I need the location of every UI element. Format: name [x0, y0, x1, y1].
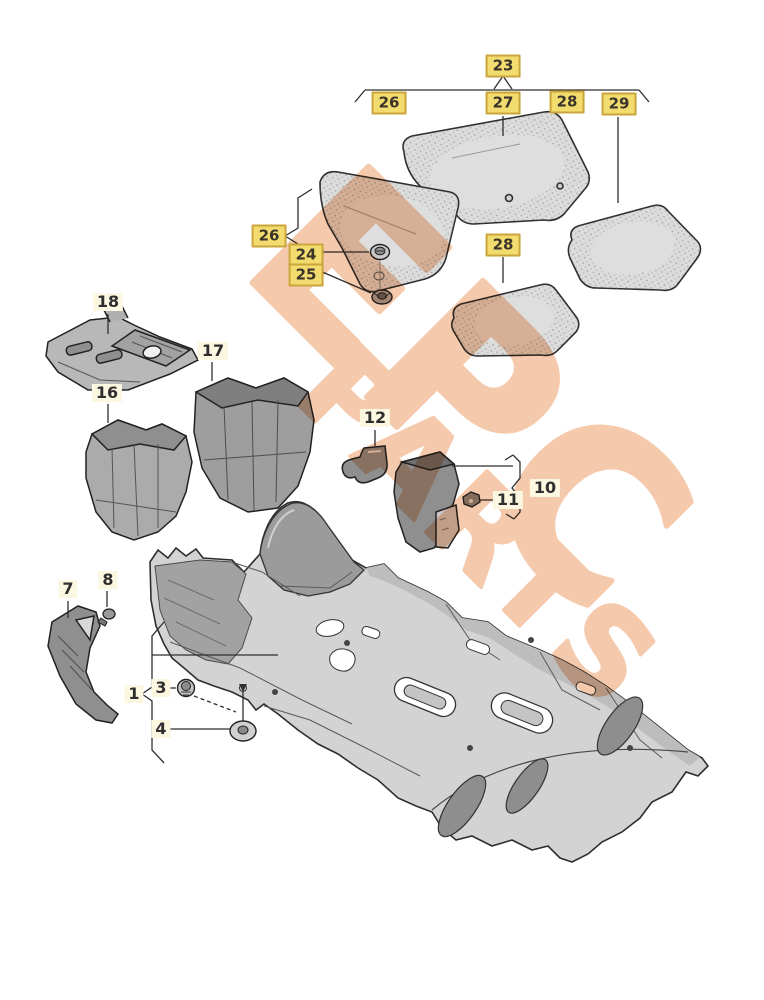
leader-caret-23 [493, 74, 513, 90]
part-insulation-tray-18 [45, 305, 200, 391]
part-pillar-trim-7 [47, 605, 120, 724]
callout-23[interactable]: 23 [485, 54, 521, 78]
part-mat-fastener-25 [371, 289, 393, 305]
part-floor-mat-rear-left [450, 283, 580, 357]
part-insulation-17 [193, 377, 315, 513]
leader-3-dashed [193, 695, 237, 713]
callout-1[interactable]: 1 [124, 685, 144, 703]
callout-28-top[interactable]: 28 [549, 90, 585, 114]
leader-arrowhead-4 [239, 684, 247, 692]
callout-8[interactable]: 8 [98, 571, 118, 589]
callout-27[interactable]: 27 [485, 91, 521, 115]
part-clip-11 [462, 491, 481, 508]
part-floor-mat-rear-right [567, 204, 702, 292]
part-insulation-16 [85, 419, 193, 541]
callout-4[interactable]: 4 [151, 720, 171, 738]
callout-18[interactable]: 18 [92, 293, 124, 311]
callout-26-top[interactable]: 26 [371, 91, 407, 115]
callout-17[interactable]: 17 [197, 342, 229, 360]
callout-16[interactable]: 16 [91, 384, 123, 402]
callout-26-side[interactable]: 26 [251, 224, 287, 248]
callout-29[interactable]: 29 [601, 92, 637, 116]
part-clip-8 [97, 608, 116, 627]
part-floor-mat-front-left [319, 170, 460, 293]
leader-bracket-10 [511, 454, 521, 520]
leader-bracket-10-ticks [504, 454, 515, 520]
callout-12[interactable]: 12 [359, 409, 391, 427]
leader-26-side [284, 188, 313, 245]
callout-25[interactable]: 25 [288, 263, 324, 287]
part-screw-3 [176, 678, 196, 698]
leader-25 [319, 270, 372, 294]
callout-24[interactable]: 24 [288, 243, 324, 267]
leader-group-end-ticks [354, 89, 650, 103]
part-hook-12 [341, 445, 388, 484]
callout-10[interactable]: 10 [529, 479, 561, 497]
part-mat-fastener-24 [369, 243, 391, 261]
callout-28-mid[interactable]: 28 [485, 233, 521, 257]
callout-7[interactable]: 7 [58, 580, 78, 598]
callout-11[interactable]: 11 [492, 491, 524, 509]
callout-3[interactable]: 3 [151, 679, 171, 697]
part-pillar-trim-10 [393, 451, 460, 553]
part-grommet-4 [229, 720, 257, 742]
